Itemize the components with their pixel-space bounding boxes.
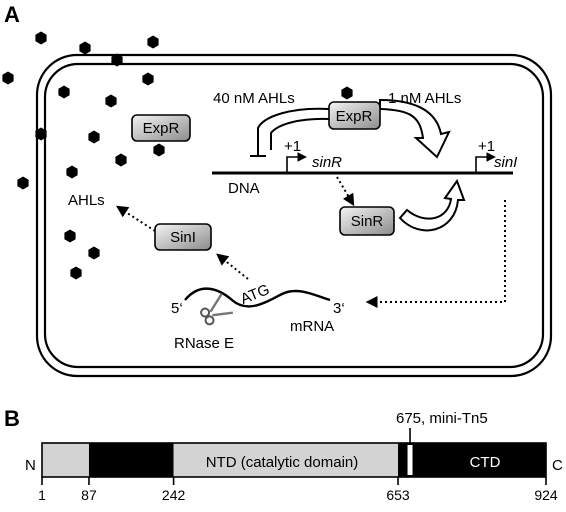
ahl-hexagon [66, 165, 78, 179]
expr-center-label: ExpR [336, 108, 373, 125]
expr-protein-left: ExpR [131, 114, 191, 142]
ntd-label: NTD (catalytic domain) [206, 454, 359, 471]
ahl-hexagon [35, 31, 47, 45]
sinr-protein: SinR [339, 206, 395, 236]
residue-ticks: 1 87 242 653 924 [38, 477, 558, 503]
mrna-label: mRNA [290, 318, 334, 335]
expr-protein-center: ExpR [328, 101, 381, 130]
ahl-hexagon [111, 53, 123, 67]
ahl-hexagon [70, 266, 82, 280]
insertion-label: 675, mini-Tn5 [396, 410, 488, 427]
ahl-molecules [2, 31, 353, 280]
panel-b-letter: B [4, 406, 20, 431]
domain-segment-2 [88, 443, 174, 477]
domain-segment-1 [42, 443, 89, 477]
ahl-hexagon [88, 130, 100, 144]
c-terminus-label: C [552, 457, 563, 474]
ahl-hexagon [17, 176, 29, 190]
ctd-label: CTD [470, 454, 501, 471]
n-terminus-label: N [25, 457, 36, 474]
repression-arc-outline [250, 107, 330, 157]
ahl-hexagon [142, 72, 154, 86]
residue-tick-label: 242 [162, 487, 186, 503]
domain-bar-outline [41, 442, 547, 478]
residue-tick-label: 924 [534, 487, 558, 503]
scissors-icon [200, 292, 234, 326]
insertion-site-gap [407, 445, 413, 475]
ahl-hexagon [88, 246, 100, 260]
activation-arc-sinr [398, 178, 466, 232]
ahl-hexagon [105, 94, 117, 108]
activation-arc-expr [379, 98, 451, 159]
five-prime-label: 5‘ [171, 300, 183, 317]
mrna-strand [184, 287, 331, 308]
domain-segment-4 [398, 443, 546, 477]
panel-a-letter: A [4, 2, 20, 27]
expr-left-label: ExpR [143, 120, 180, 137]
sini-plus1-label: +1 [478, 138, 495, 155]
ahls-label: AHLs [68, 192, 105, 209]
ahl-hexagon [147, 35, 159, 49]
sini-promoter-arrow [475, 152, 496, 173]
sinr-protein-label: SinR [351, 213, 384, 230]
ahl-hexagon [35, 127, 47, 141]
ahl-hexagon [58, 85, 70, 99]
repression-arc-inner [270, 117, 330, 150]
ahl-synthesis-arrow [115, 205, 156, 232]
ahl-hexagon [153, 143, 165, 157]
sini-protein-label: SinI [170, 229, 196, 246]
residue-tick-label: 87 [81, 487, 97, 503]
sini-protein: SinI [154, 223, 212, 251]
protein-domain-bar [41, 442, 547, 478]
dna-label: DNA [228, 180, 260, 197]
sinr-translation-arrow [336, 176, 355, 207]
sinr-promoter-arrow [286, 152, 307, 173]
ahl-hexagon [2, 71, 14, 85]
sinr-plus1-label: +1 [284, 138, 301, 155]
ahl-hexagon [115, 153, 127, 167]
sinr-gene-label: sinR [312, 154, 342, 171]
ahl-hexagon [79, 41, 91, 55]
three-prime-label: 3‘ [333, 300, 345, 317]
ahl-hexagon [64, 229, 76, 243]
sini-gene-label: sinI [494, 154, 517, 171]
ahl-hexagon [341, 86, 353, 100]
residue-tick-label: 653 [386, 487, 410, 503]
sini-translation-arrow [216, 253, 249, 280]
cell-inner-membrane [43, 62, 545, 369]
ahl-1nm-label: 1 nM AHLs [388, 90, 461, 107]
domain-segment-3 [173, 443, 399, 477]
residue-tick-label: 1 [38, 487, 46, 503]
sini-transcription-arrow [365, 200, 506, 308]
rnase-label: RNase E [174, 335, 234, 352]
ahl-40nm-label: 40 nM AHLs [213, 90, 295, 107]
